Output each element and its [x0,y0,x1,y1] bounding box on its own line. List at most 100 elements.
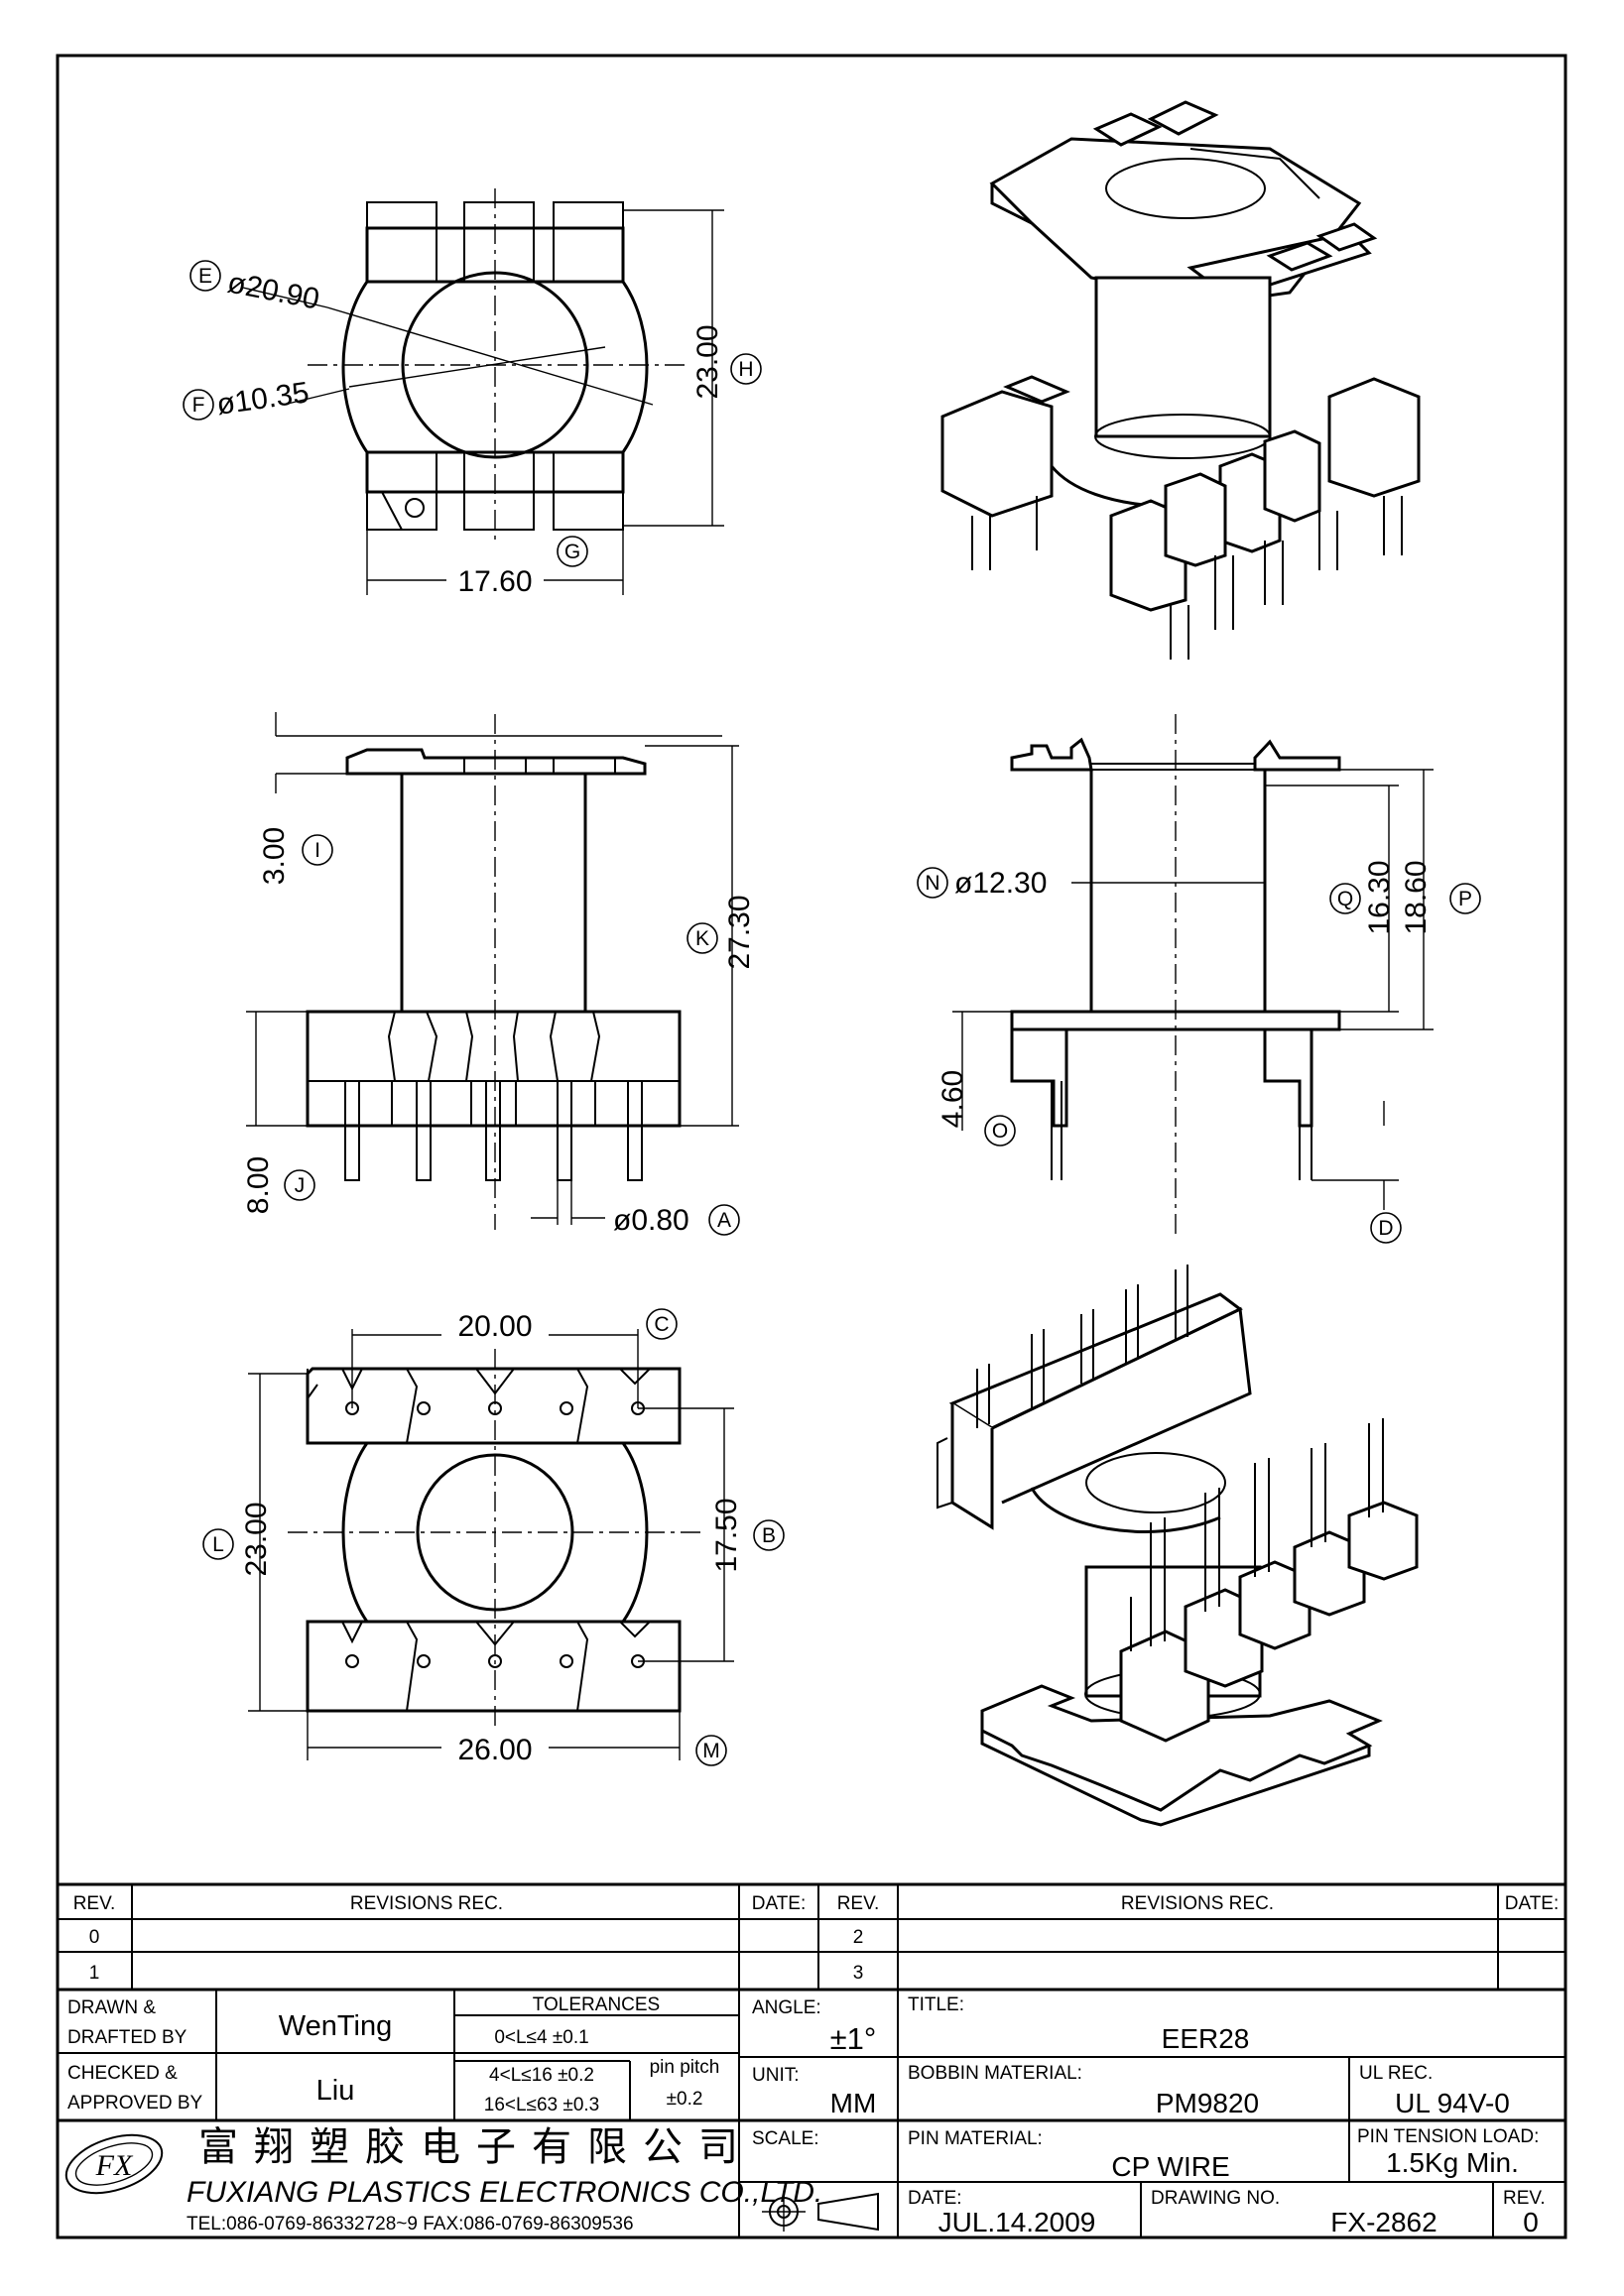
tolerance-row-2: 4<L≤16 ±0.2 [489,2065,594,2086]
sheet-border [56,54,1567,2239]
date-value: JUL.14.2009 [938,2207,1096,2237]
dim-e-value: ø20.90 [225,266,322,315]
top-view [242,188,724,595]
dim-p-value: 18.60 [1400,860,1433,934]
rev-row-1: 1 [89,1963,100,1984]
dim-q-value: 16.30 [1363,860,1396,934]
dim-g-label: G [564,541,580,563]
date-header-left: DATE: [752,1893,807,1914]
dim-a-label: A [717,1209,731,1232]
projection-symbol-icon [762,2192,879,2232]
angle-label: ANGLE: [752,1997,821,2018]
pin-material-value: CP WIRE [1111,2151,1229,2182]
dim-e-label: E [198,265,212,288]
dim-g-value: 17.60 [457,565,532,598]
tolerance-row-3: 16<L≤63 ±0.3 [484,2095,599,2115]
pin-material-label: PIN MATERIAL: [908,2128,1043,2149]
dim-a: ø0.80 A [613,1204,740,1237]
dim-h: 23.00 H [691,324,762,400]
date-label: DATE: [908,2188,962,2209]
revisions-header-left: REVISIONS REC. [350,1893,503,1914]
dim-l: L 23.00 [202,1502,273,1577]
dim-o-value: 4.60 [937,1070,969,1128]
bottom-view [248,1329,734,1760]
rev-value: 0 [1523,2207,1539,2237]
dim-d: D [1370,1212,1402,1244]
checked-label-1: CHECKED & [67,2063,178,2084]
dim-p: 18.60 P [1400,860,1481,935]
dim-j-label: J [295,1174,306,1197]
company-logo: FX [64,2133,164,2195]
bobbin-material-label: BOBBIN MATERIAL: [908,2063,1082,2084]
ul-rec-value: UL 94V-0 [1395,2088,1510,2118]
date-header-right: DATE: [1505,1893,1560,1914]
drawing-no-label: DRAWING NO. [1151,2188,1280,2209]
dim-h-label: H [738,358,753,381]
company-logo-text: FX [95,2149,134,2182]
angle-value: ±1° [830,2021,877,2056]
dim-p-label: P [1458,888,1472,910]
drawn-label-2: DRAFTED BY [67,2027,187,2048]
isometric-view-bottom [937,1265,1419,1827]
dim-m-value: 26.00 [457,1734,532,1766]
dim-i-label: I [314,839,320,862]
company-name-cn: 富翔塑胶电子有限公司 [198,2125,754,2169]
dim-j: 8.00 J [242,1156,315,1214]
unit-label: UNIT: [752,2065,800,2086]
dim-m-label: M [702,1740,720,1762]
dim-q-label: Q [1337,888,1353,910]
rev-row-3: 3 [853,1963,864,1984]
dim-l-value: 23.00 [240,1502,273,1576]
company-contact: TEL:086-0769-86332728~9 FAX:086-0769-863… [187,2214,634,2235]
rev-label: REV. [1503,2188,1546,2209]
title-block: REV. REVISIONS REC. DATE: REV. REVISIONS… [58,1882,1565,2237]
dim-b-label: B [762,1524,776,1547]
dim-c-value: 20.00 [457,1310,532,1343]
tolerances-label: TOLERANCES [533,1994,660,2015]
rev-header-right: REV. [837,1893,880,1914]
company-name-en: FUXIANG PLASTICS ELECTRONICS CO.,LTD. [187,2176,822,2209]
dim-f: F ø10.35 [183,376,311,422]
dim-e: E ø20.90 [189,260,322,316]
dim-k-value: 27.30 [723,895,756,969]
dim-m: 26.00 M [441,1734,727,1766]
pin-tension-label: PIN TENSION LOAD: [1357,2126,1539,2147]
dim-b: 17.50 B [710,1498,785,1573]
drawn-by-value: WenTing [279,2010,392,2042]
title-value: EER28 [1162,2023,1250,2054]
scale-label: SCALE: [752,2128,819,2149]
drawing-no-value: FX-2862 [1330,2207,1437,2237]
dim-k: K 27.30 [687,895,756,970]
isometric-view-top [940,100,1421,660]
dim-f-label: F [192,394,205,417]
title-label: TITLE: [908,1994,964,2015]
pin-tension-value: 1.5Kg Min. [1386,2147,1519,2178]
dim-c-label: C [654,1313,669,1336]
tolerance-row-1: 0<L≤4 ±0.1 [494,2027,588,2048]
side-view [952,714,1434,1235]
checked-by-value: Liu [316,2075,355,2107]
dim-b-value: 17.50 [710,1498,743,1572]
front-view [246,712,739,1230]
dim-o: 4.60 O [937,1070,1016,1147]
pin-pitch-label: pin pitch [650,2057,720,2078]
dim-j-value: 8.00 [242,1156,275,1214]
dim-a-value: ø0.80 [613,1204,689,1237]
dim-g: 17.60 G [446,536,588,598]
dim-i: 3.00 I [258,827,333,885]
rev-row-2: 2 [853,1927,864,1948]
dim-c: 20.00 C [441,1308,678,1343]
dim-q: Q 16.30 [1329,860,1396,935]
dim-f-value: ø10.35 [214,376,311,422]
rev-header-left: REV. [73,1893,116,1914]
drawn-label-1: DRAWN & [67,1997,156,2018]
dim-n-label: N [925,872,939,895]
revisions-header-right: REVISIONS REC. [1121,1893,1274,1914]
pin-pitch-value: ±0.2 [667,2089,703,2110]
dim-h-value: 23.00 [691,324,724,399]
ul-rec-label: UL REC. [1359,2063,1433,2084]
dim-n: N ø12.30 [917,867,1047,900]
bobbin-material-value: PM9820 [1156,2088,1259,2118]
checked-label-2: APPROVED BY [67,2093,203,2114]
